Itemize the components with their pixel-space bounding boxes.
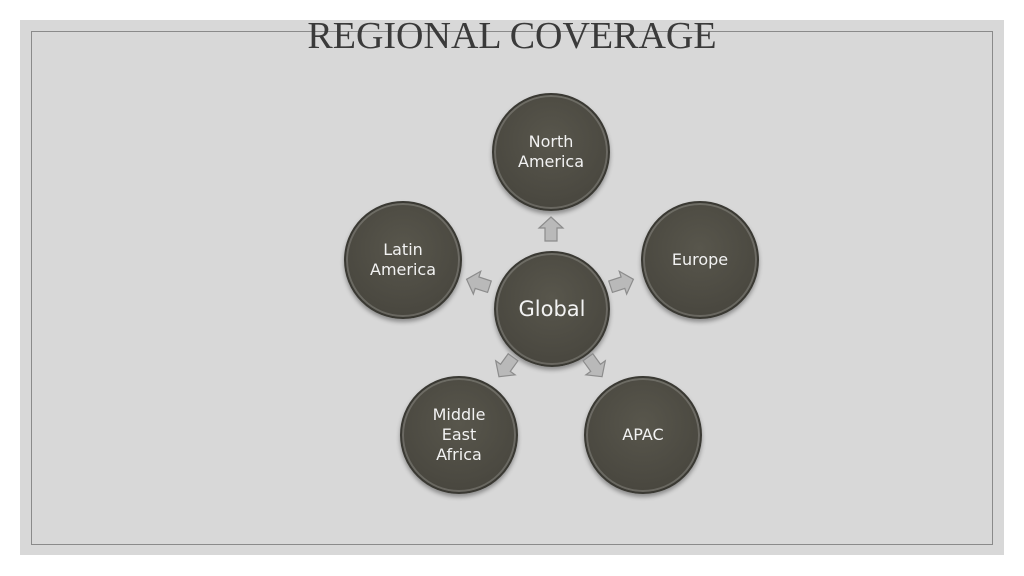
node-north-america: North America xyxy=(492,93,610,211)
arrow-to-north-america-icon xyxy=(536,214,566,244)
node-latin-america: Latin America xyxy=(344,201,462,319)
arrow-to-middle-east-africa-icon xyxy=(485,346,527,388)
slide-title: REGIONAL COVERAGE xyxy=(307,15,717,57)
slide-border xyxy=(31,31,993,545)
node-global: Global xyxy=(494,251,610,367)
node-europe: Europe xyxy=(641,201,759,319)
arrow-to-apac-icon xyxy=(574,346,616,388)
arrow-to-latin-america-icon xyxy=(459,264,497,302)
node-middle-east-africa: Middle East Africa xyxy=(400,376,518,494)
arrow-to-europe-icon xyxy=(603,264,641,302)
node-apac: APAC xyxy=(584,376,702,494)
